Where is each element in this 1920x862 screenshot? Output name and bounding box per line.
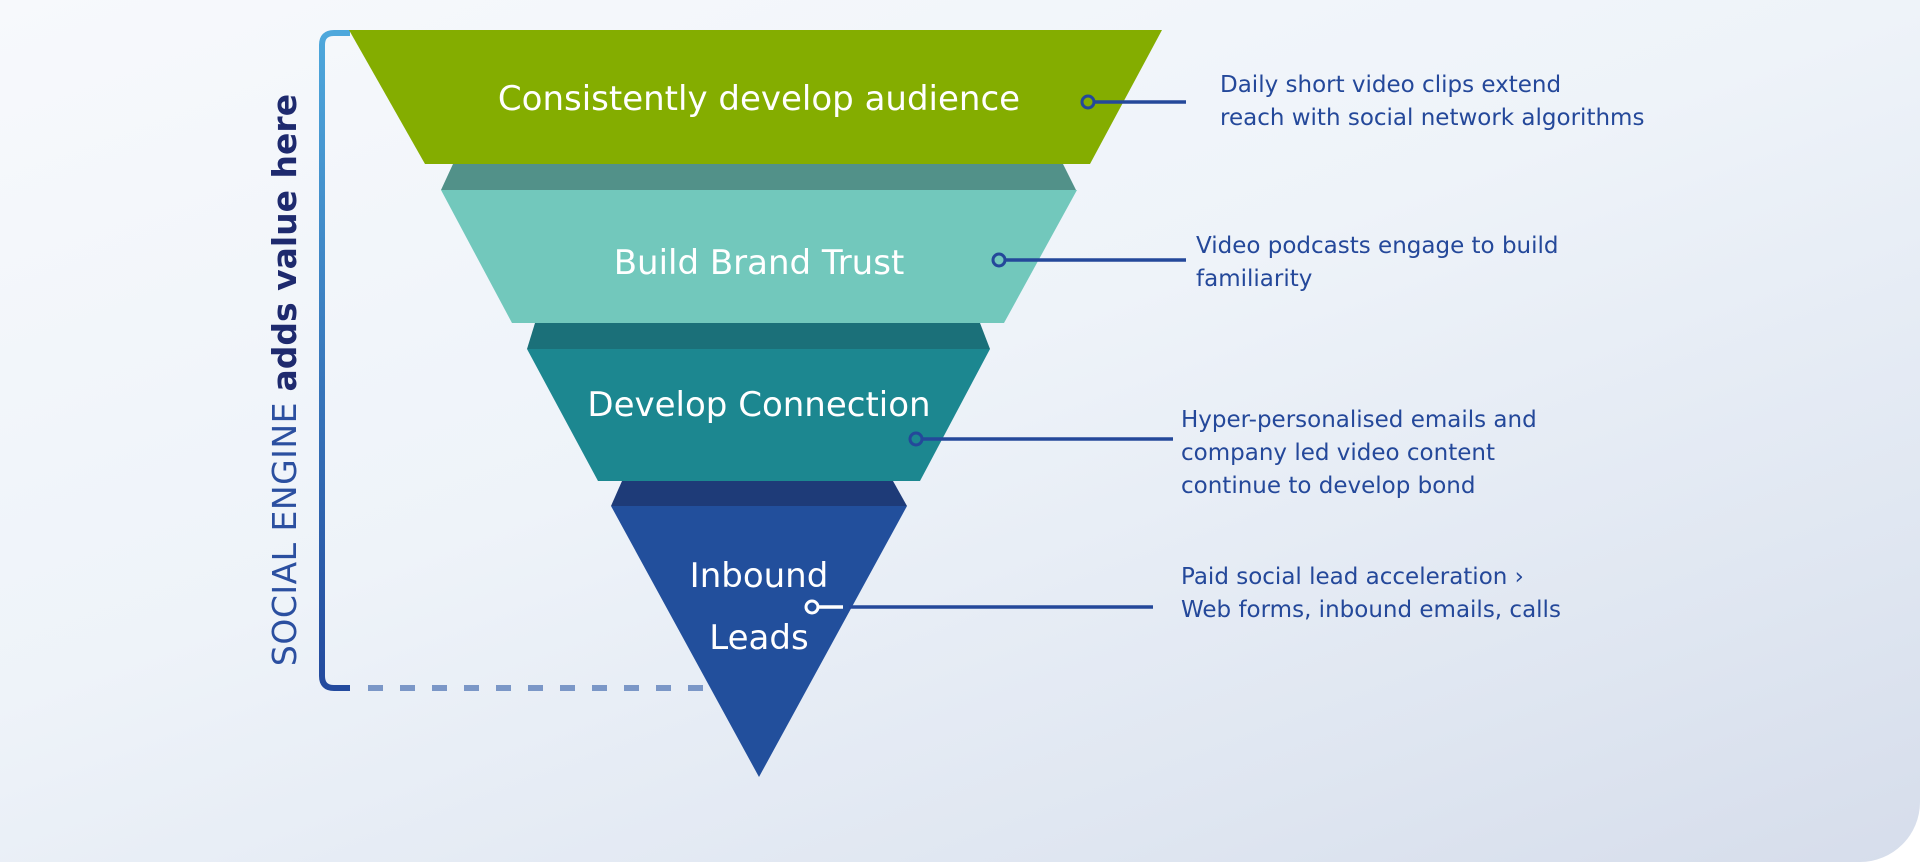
funnel-band-1	[441, 164, 1076, 190]
side-title-light: SOCIAL ENGINE	[265, 402, 304, 667]
stage-4-description: Paid social lead acceleration › Web form…	[1181, 561, 1561, 627]
stage-3-description: Hyper-personalised emails and company le…	[1181, 404, 1537, 503]
connector-3	[908, 431, 1173, 447]
side-title-bold: adds value here	[265, 93, 304, 392]
connector-dot-icon	[1080, 94, 1096, 110]
stage-2-description: Video podcasts engage to build familiari…	[1196, 230, 1559, 296]
connector-4	[804, 599, 1153, 615]
funnel-stage-4	[611, 506, 907, 777]
stage-2-label: Build Brand Trust	[614, 243, 905, 283]
side-title: SOCIAL ENGINE adds value here	[265, 94, 305, 666]
funnel-stage-1	[349, 30, 1162, 164]
description-line: continue to develop bond	[1181, 473, 1476, 499]
description-line: company led video content	[1181, 440, 1495, 466]
funnel-stage-3	[527, 349, 990, 481]
connector-2	[991, 252, 1186, 268]
stage-1-description: Daily short video clips extend reach wit…	[1220, 69, 1644, 135]
description-line: Daily short video clips extend	[1220, 72, 1562, 98]
description-line: Hyper-personalised emails and	[1181, 407, 1537, 433]
description-line: reach with social network algorithms	[1220, 105, 1645, 131]
description-line: Paid social lead acceleration ›	[1181, 564, 1524, 590]
description-line: Web forms, inbound emails, calls	[1181, 597, 1561, 623]
stage-4-label-line-2: Leads	[709, 618, 808, 658]
funnel-stage-2	[441, 190, 1077, 323]
stage-3-label: Develop Connection	[587, 385, 930, 425]
funnel-band-2	[527, 323, 990, 349]
bracket	[319, 30, 350, 691]
connector-1	[1080, 94, 1186, 110]
connector-dot-icon	[991, 252, 1007, 268]
description-line: familiarity	[1196, 266, 1313, 292]
connector-dot-icon	[804, 599, 820, 615]
connector-dot-icon	[908, 431, 924, 447]
funnel-band-3	[611, 481, 907, 506]
stage-1-label: Consistently develop audience	[498, 79, 1020, 119]
stage-4-label-line-1: Inbound	[690, 556, 829, 596]
description-line: Video podcasts engage to build	[1196, 233, 1559, 259]
